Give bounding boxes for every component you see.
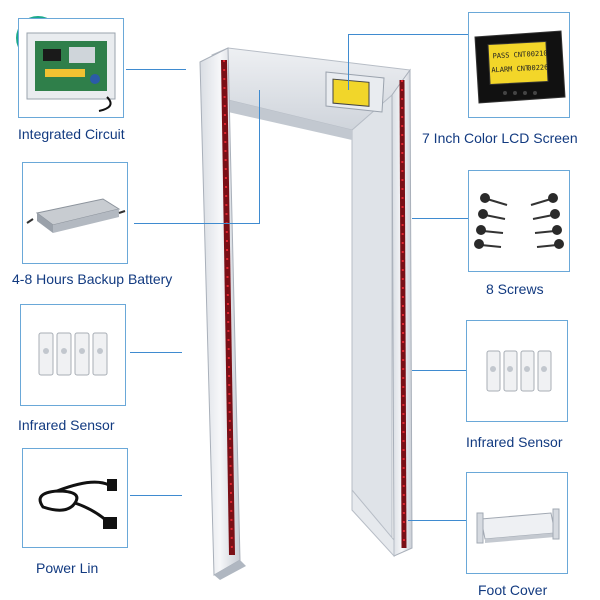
infrared-sensor-left-image: [20, 304, 126, 406]
connector-line: [412, 218, 468, 219]
connector-line: [130, 495, 182, 496]
lcd-monitor-icon: PASS CNT 00210 ALARM CNT 00226: [474, 30, 566, 104]
connector-line: [134, 223, 260, 224]
infrared-sensor-left-label: Infrared Sensor: [18, 417, 115, 433]
backup-battery-image: [22, 162, 128, 264]
screws-image: [468, 170, 570, 272]
lcd-pass-label: PASS CNT: [492, 51, 527, 61]
lcd-alarm-label: ALARM CNT: [491, 64, 530, 74]
integrated-circuit-label: Integrated Circuit: [18, 126, 125, 142]
lcd-screen-image: PASS CNT 00210 ALARM CNT 00226: [468, 12, 570, 118]
connector-line: [259, 90, 260, 223]
lcd-pass-value: 00210: [526, 49, 547, 58]
infrared-sensor-right-image: [466, 320, 568, 422]
foot-cover-icon: [476, 508, 560, 544]
connector-line: [348, 34, 349, 90]
power-line-image: [22, 448, 128, 548]
gate-lcd-screen: [332, 78, 370, 107]
connector-line: [130, 352, 182, 353]
power-line-label: Power Lin: [36, 560, 99, 576]
screws-label: 8 Screws: [486, 281, 544, 297]
power-cable-icon: [38, 479, 117, 529]
integrated-circuit-image: [18, 18, 124, 118]
connector-line: [126, 69, 186, 70]
battery-icon: [26, 198, 126, 233]
connector-line: [408, 520, 468, 521]
screws-icon: [474, 193, 564, 249]
connector-line: [348, 34, 468, 35]
gate-right-inner-panel: [351, 93, 393, 547]
foot-cover-label: Foot Cover: [478, 582, 548, 598]
foot-cover-image: [466, 472, 568, 574]
infrared-sensor-icon: [38, 332, 108, 376]
connector-line: [412, 370, 468, 371]
infrared-sensor-icon: [486, 350, 552, 392]
lcd-screen-label: 7 Inch Color LCD Screen: [422, 130, 578, 146]
backup-battery-label: 4-8 Hours Backup Battery: [12, 271, 173, 287]
lcd-alarm-value: 00226: [527, 63, 548, 72]
circuit-board-icon: [26, 32, 116, 112]
infrared-sensor-right-label: Infrared Sensor: [466, 434, 563, 450]
